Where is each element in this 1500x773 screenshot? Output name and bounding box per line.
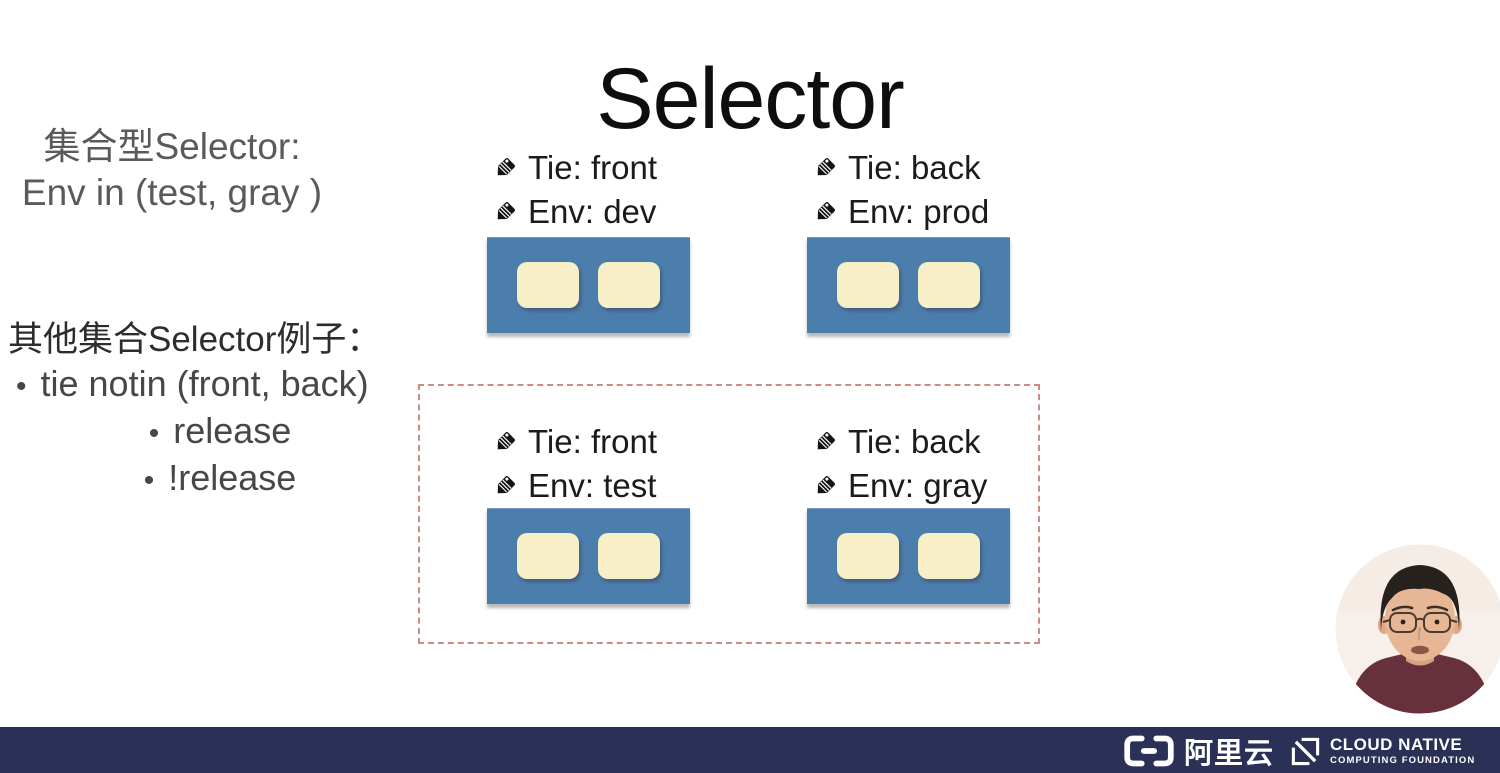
pod-label-text: Tie: front <box>528 149 657 186</box>
label-row: Env: gray <box>812 464 987 508</box>
label-row: Tie: back <box>812 420 987 464</box>
bullet-icon: • <box>143 464 155 497</box>
label-row: Tie: front <box>492 420 657 464</box>
bullet-text: tie notin (front, back) <box>40 363 369 404</box>
set-selector-heading: 集合型Selector: <box>43 126 301 167</box>
pod-label-text: Tie: front <box>528 423 657 460</box>
alibaba-cloud-label: 阿里云 <box>1184 738 1275 770</box>
list-item: • tie notin (front, back) <box>0 362 440 409</box>
tag-icon <box>497 475 516 493</box>
tag-icon <box>817 475 836 493</box>
bullet-text: release <box>173 410 292 451</box>
label-row: Env: prod <box>812 190 989 234</box>
node-box-group1 <box>487 237 690 333</box>
cncf-line2: COMPUTING FOUNDATION <box>1330 755 1476 767</box>
pod <box>918 262 980 308</box>
node-box-group2 <box>807 237 1010 333</box>
selector-match-frame <box>418 384 1040 644</box>
pod <box>918 533 980 579</box>
cncf-wordmark: CLOUD NATIVE COMPUTING FOUNDATION <box>1330 736 1475 766</box>
tag-icon <box>817 201 836 219</box>
pod-labels-group1: Tie: front Env: dev <box>492 146 657 234</box>
pod <box>837 533 899 579</box>
pod <box>517 262 579 308</box>
label-row: Env: dev <box>492 190 657 234</box>
tag-icon <box>817 157 836 175</box>
slide-title: Selector <box>596 50 905 147</box>
tag-icon <box>497 201 516 219</box>
pod-labels-group2: Tie: back Env: prod <box>812 146 989 234</box>
set-selector-expression: Env in (test, gray ) <box>21 172 323 213</box>
tag-icon <box>817 431 836 449</box>
bullet-icon: • <box>16 370 27 403</box>
footer-bar <box>0 727 1500 773</box>
list-item: • !release <box>0 456 440 503</box>
pod <box>837 262 899 308</box>
bullet-icon: • <box>148 417 160 450</box>
presenter-avatar <box>1333 542 1500 716</box>
pod-label-text: Tie: back <box>848 423 981 460</box>
alibaba-cloud-brackets-icon <box>1124 735 1174 767</box>
cncf-icon <box>1291 737 1320 765</box>
pod <box>517 533 579 579</box>
pod-labels-group4: Tie: back Env: gray <box>812 420 987 508</box>
set-selector-block: 集合型Selector: Env in (test, gray ) <box>0 124 344 216</box>
bullet-text: !release <box>168 457 297 498</box>
other-selector-heading: 其他集合Selector例子： <box>8 320 382 359</box>
list-item: • release <box>0 409 440 456</box>
presenter-webcam-overlay <box>1332 541 1500 717</box>
pod <box>598 533 660 579</box>
node-box-group3 <box>487 508 690 604</box>
cncf-logo: CLOUD NATIVE COMPUTING FOUNDATION <box>1290 735 1475 767</box>
node-box-group4 <box>807 508 1010 604</box>
other-selector-block: 其他集合Selector例子： • tie notin (front, back… <box>0 318 440 503</box>
tag-icon <box>497 431 516 449</box>
label-row: Tie: back <box>812 146 989 190</box>
pod-label-text: Env: dev <box>528 193 657 230</box>
pod-label-text: Tie: back <box>848 149 981 186</box>
pod-label-text: Env: test <box>528 467 657 504</box>
label-row: Env: test <box>492 464 657 508</box>
label-row: Tie: front <box>492 146 657 190</box>
tag-icon <box>497 157 516 175</box>
cncf-line1: CLOUD NATIVE <box>1330 735 1463 755</box>
pod <box>598 262 660 308</box>
pod-label-text: Env: gray <box>848 467 988 504</box>
alibaba-cloud-logo: 阿里云 <box>1122 733 1275 770</box>
pod-label-text: Env: prod <box>848 193 990 230</box>
pod-labels-group3: Tie: front Env: test <box>492 420 657 508</box>
